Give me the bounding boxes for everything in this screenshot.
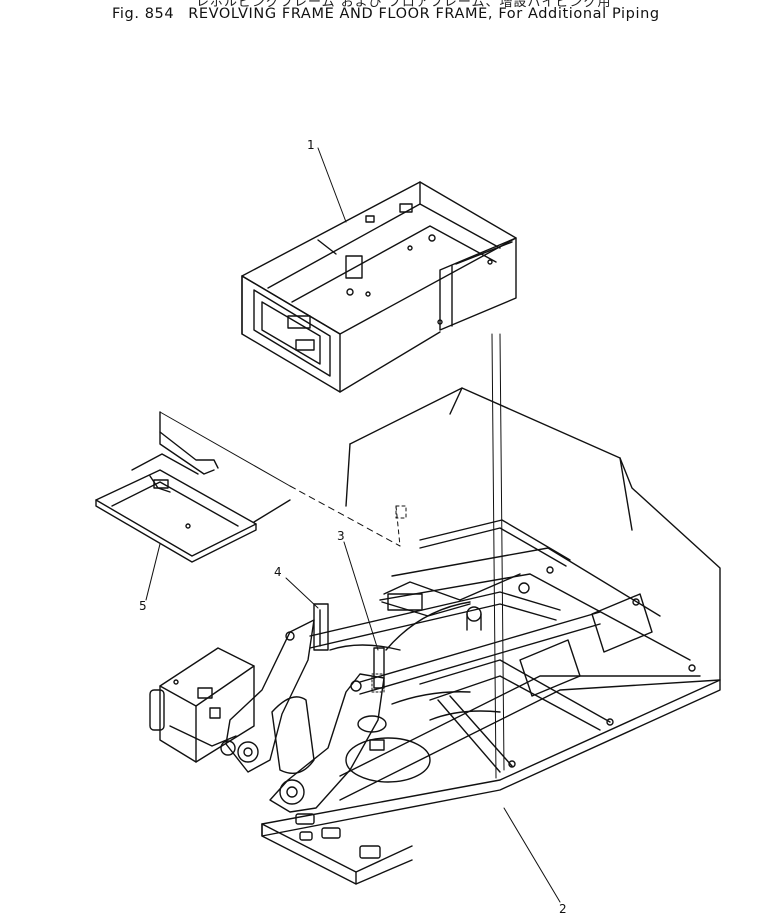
part-3-bracket-shape xyxy=(373,647,385,689)
leader-part-2 xyxy=(503,807,561,903)
callout-part-5: 5 xyxy=(139,599,147,613)
part-5-dashed-guide xyxy=(289,485,401,547)
part-4-bracket-shape xyxy=(313,603,329,651)
leader-part-4 xyxy=(285,577,319,609)
figure-caption: Fig. 854 REVOLVING FRAME AND FLOOR FRAME,… xyxy=(112,6,674,22)
leader-part-1 xyxy=(317,147,347,223)
leader-part-5 xyxy=(145,543,161,601)
part-5-floor-plate xyxy=(95,411,291,563)
figure-header: レボルビングフレーム および フロアフレーム、増設パイピング用 Fig. 854… xyxy=(0,0,776,30)
english-title: REVOLVING FRAME AND FLOOR FRAME, For Add… xyxy=(188,6,660,22)
callout-part-1: 1 xyxy=(307,138,315,152)
callout-part-4: 4 xyxy=(274,565,282,579)
leader-part-3 xyxy=(343,541,379,651)
part-1-floor-frame-box xyxy=(241,181,517,393)
callout-part-3: 3 xyxy=(337,529,345,543)
part-2-revolving-frame xyxy=(149,387,721,885)
japanese-title: レボルビングフレーム および フロアフレーム、増設パイピング用 xyxy=(196,0,612,10)
callout-part-2: 2 xyxy=(559,902,567,916)
figure-number: Fig. 854 xyxy=(112,6,175,22)
assembly-leader-line xyxy=(491,333,497,779)
